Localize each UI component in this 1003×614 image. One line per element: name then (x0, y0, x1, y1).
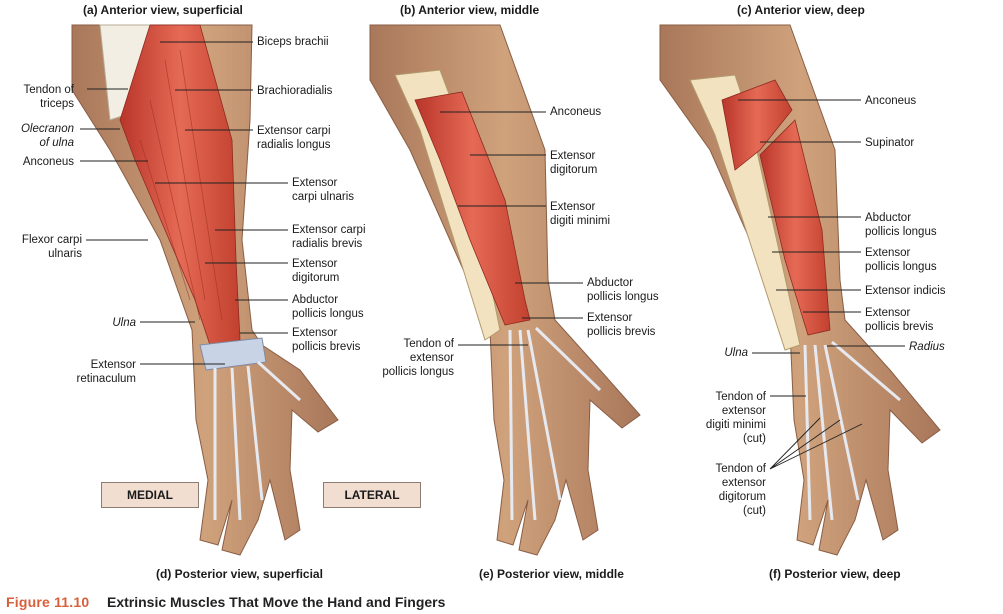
panel-c-supinator (721, 79, 793, 171)
label-extensor-digitorum-b: Extensor digitorum (550, 150, 598, 176)
label-ulna-c: Ulna (724, 347, 748, 359)
label-extensor-retinaculum: Extensor retinaculum (76, 359, 136, 385)
panel-a-title: (a) Anterior view, superficial (83, 3, 243, 17)
label-extensor-carpi-radialis-longus: Extensor carpi radialis longus (257, 125, 331, 151)
label-extensor-digitorum-a: Extensor digitorum (292, 258, 340, 284)
figure-number: Figure 11.10 (6, 594, 90, 610)
label-extensor-indicis: Extensor indicis (865, 285, 946, 297)
panel-e-caption: (e) Posterior view, middle (479, 567, 624, 581)
label-extensor-pollicis-brevis-c: Extensor pollicis brevis (865, 307, 934, 333)
medial-orientation-box: MEDIAL (101, 482, 199, 508)
label-abductor-pollicis-longus-a: Abductor pollicis longus (292, 294, 364, 320)
label-abductor-pollicis-longus-b: Abductor pollicis longus (587, 277, 659, 303)
label-anconeus-b: Anconeus (550, 106, 602, 118)
label-extensor-carpi-radialis-brevis: Extensor carpi radialis brevis (292, 224, 366, 250)
panel-b-forearm (369, 24, 641, 556)
label-brachioradialis: Brachioradialis (257, 85, 333, 97)
label-ulna-a: Ulna (112, 317, 136, 329)
panel-a-retinaculum (199, 337, 267, 371)
panel-c-title: (c) Anterior view, deep (737, 3, 865, 17)
label-extensor-pollicis-longus: Extensor pollicis longus (865, 247, 937, 273)
label-tendon-extensor-digitorum: Tendon of extensor digitorum (cut) (715, 463, 766, 517)
label-radius: Radius (909, 341, 945, 353)
panel-b-tendons (508, 326, 602, 521)
panel-c-tendons (803, 340, 901, 521)
label-tendon-extensor-pollicis-longus: Tendon of extensor pollicis longus (382, 338, 454, 378)
panel-b-muscles (414, 91, 531, 326)
lateral-orientation-box: LATERAL (323, 482, 421, 508)
label-tendon-extensor-digiti-minimi: Tendon of extensor digiti minimi (cut) (705, 391, 766, 445)
panel-c-ulna (689, 74, 801, 351)
label-tendon-of-triceps: Tendon of triceps (23, 84, 74, 110)
panel-c-deep-muscles (759, 119, 831, 336)
label-extensor-pollicis-brevis-b: Extensor pollicis brevis (587, 312, 656, 338)
label-anconeus-a: Anconeus (22, 156, 74, 168)
label-biceps-brachii: Biceps brachii (257, 36, 329, 48)
leader-lines (80, 41, 905, 470)
label-flexor-carpi-ulnaris: Flexor carpi ulnaris (21, 234, 82, 260)
label-olecranon-of-ulna: Olecranon of ulna (20, 123, 74, 149)
panel-b-title: (b) Anterior view, middle (400, 3, 540, 17)
label-extensor-digiti-minimi: Extensor digiti minimi (550, 201, 611, 227)
panel-d-caption: (d) Posterior view, superficial (156, 567, 323, 581)
label-supinator: Supinator (865, 137, 915, 149)
panel-f-caption: (f) Posterior view, deep (769, 567, 901, 581)
figure-title: Extrinsic Muscles That Move the Hand and… (107, 594, 446, 610)
panel-b-ulna (394, 69, 501, 341)
label-anconeus-c: Anconeus (865, 95, 917, 107)
label-extensor-pollicis-brevis-a: Extensor pollicis brevis (292, 327, 361, 353)
panel-a-tendons (213, 360, 302, 521)
panel-a-forearm (71, 24, 339, 556)
label-extensor-carpi-ulnaris: Extensor carpi ulnaris (292, 177, 354, 203)
label-abductor-pollicis-longus-c: Abductor pollicis longus (865, 212, 937, 238)
